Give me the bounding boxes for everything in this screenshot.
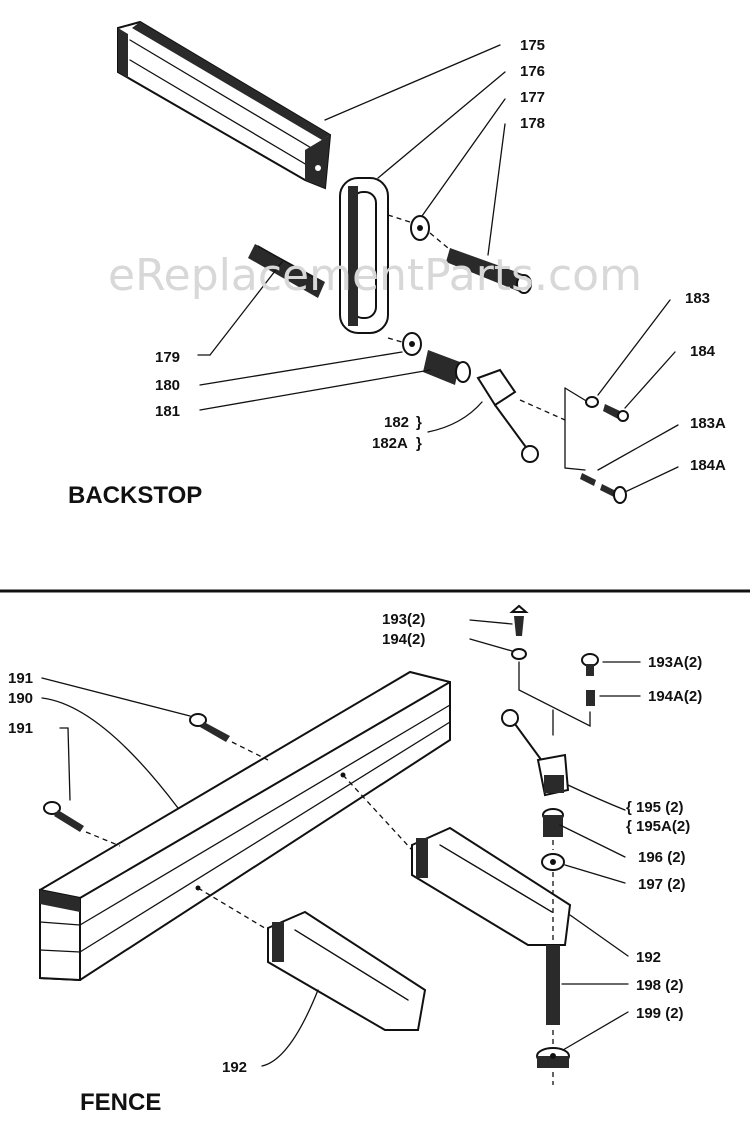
label-182: 182 (384, 414, 409, 431)
label-197: 197 (2) (638, 876, 686, 893)
label-192-right: 192 (636, 949, 661, 966)
part-192-bracket-right (411, 826, 572, 946)
label-191-lower: 191 (8, 720, 33, 737)
backstop-assembly: 175 176 177 178 179 180 181 182 182A } }… (68, 20, 726, 509)
label-199: 199 (2) (636, 1005, 684, 1022)
label-182a: 182A (372, 435, 408, 452)
label-175: 175 (520, 37, 545, 54)
label-182a-brace: } (416, 435, 422, 452)
part-194-washer (511, 648, 527, 660)
backstop-title: BACKSTOP (68, 482, 202, 509)
part-192-bracket-left (267, 910, 427, 1031)
label-195-brace-top: { (626, 799, 632, 816)
part-195-handle (501, 709, 570, 797)
watermark-text: eReplacementParts.com (108, 250, 642, 301)
label-198: 198 (2) (636, 977, 684, 994)
label-179: 179 (155, 349, 180, 366)
part-183a-lockwasher (580, 473, 596, 486)
label-194: 194(2) (382, 631, 425, 648)
part-184-screw (603, 404, 629, 422)
fence-title: FENCE (80, 1089, 161, 1116)
part-190-fence-bar (39, 670, 451, 982)
label-184: 184 (690, 343, 716, 360)
label-184a: 184A (690, 457, 726, 474)
label-177: 177 (520, 89, 545, 106)
label-194a: 194A(2) (648, 688, 702, 705)
part-199-foot (536, 1047, 570, 1068)
part-198-stud (546, 945, 560, 1025)
label-181: 181 (155, 403, 180, 420)
part-179-stud (248, 244, 325, 298)
part-196-collar (542, 808, 564, 837)
part-193-screw (509, 604, 529, 636)
label-195a-brace: { (626, 818, 632, 835)
label-195: 195 (2) (636, 799, 684, 816)
label-178: 178 (520, 115, 545, 132)
part-194a-lockwasher (586, 690, 595, 706)
label-193a: 193A(2) (648, 654, 702, 671)
part-175-backstop-bar (117, 20, 332, 190)
label-191-upper: 191 (8, 670, 33, 687)
part-176-slotted-bracket (339, 177, 389, 334)
label-193: 193(2) (382, 611, 425, 628)
label-182-brace: } (416, 414, 422, 431)
label-192-left: 192 (222, 1059, 247, 1076)
part-181-collar (423, 350, 471, 385)
part-191-screw-upper (189, 713, 230, 742)
part-193a-screw (581, 653, 599, 676)
fence-assembly: 193(2) 194(2) 193A(2) 194A(2) 191 190 19… (8, 604, 702, 1116)
part-191-screw-lower (43, 801, 84, 832)
part-184a-screw (600, 484, 627, 504)
label-196: 196 (2) (638, 849, 686, 866)
part-182-handle (476, 368, 539, 463)
label-183a: 183A (690, 415, 726, 432)
part-183-washer (585, 396, 599, 408)
label-195a: 195A(2) (636, 818, 690, 835)
label-190: 190 (8, 690, 33, 707)
label-176: 176 (520, 63, 545, 80)
label-183: 183 (685, 290, 710, 307)
part-178-stud (446, 248, 532, 294)
label-180: 180 (155, 377, 180, 394)
